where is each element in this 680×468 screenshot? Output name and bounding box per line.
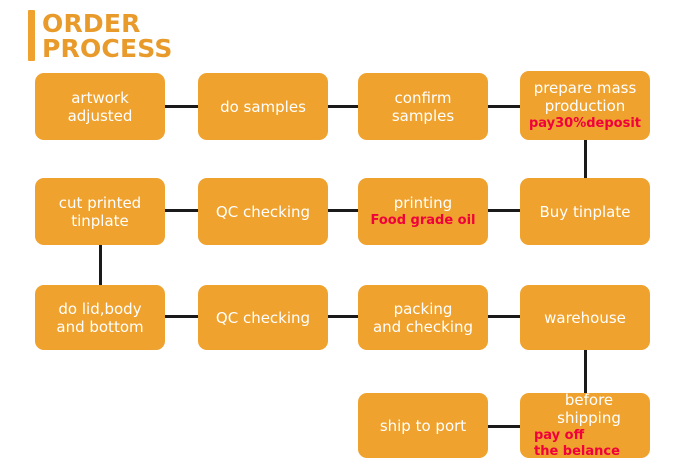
node-confirm-samples[interactable]: confirm samples — [358, 73, 488, 140]
node-before-shipping[interactable]: before shipping pay off the belance — [520, 391, 650, 459]
title-line-1: ORDER — [42, 9, 141, 38]
node-warehouse[interactable]: warehouse — [520, 285, 650, 350]
edge-n11-n12 — [488, 315, 521, 318]
edge-n6-n5 — [165, 209, 199, 212]
node-prepare-mass-production[interactable]: prepare mass production pay30%deposit — [520, 71, 650, 140]
edge-n4-n8 — [584, 140, 587, 179]
node-label: ship to port — [379, 416, 467, 435]
edge-n7-n6 — [328, 209, 359, 212]
node-label: cut printed tinplate — [58, 193, 142, 230]
edge-n2-n3 — [328, 105, 359, 108]
title-line-2: PROCESS — [42, 34, 173, 63]
title-accent-bar — [28, 10, 35, 61]
node-note-food-grade-oil: Food grade oil — [370, 213, 476, 228]
node-cut-printed-tinplate[interactable]: cut printed tinplate — [35, 178, 165, 245]
node-printing[interactable]: printing Food grade oil — [358, 178, 488, 245]
node-label: QC checking — [215, 202, 311, 221]
edge-n8-n7 — [488, 209, 521, 212]
node-note-deposit: pay30%deposit — [528, 116, 642, 131]
node-ship-to-port[interactable]: ship to port — [358, 393, 488, 458]
node-buy-tinplate[interactable]: Buy tinplate — [520, 178, 650, 245]
edge-n9-n10 — [165, 315, 199, 318]
node-packing-and-checking[interactable]: packing and checking — [358, 285, 488, 350]
node-label: artwork adjusted — [67, 88, 133, 125]
node-qc-checking-2[interactable]: QC checking — [198, 285, 328, 350]
edge-n1-n2 — [165, 105, 199, 108]
node-label: QC checking — [215, 308, 311, 327]
node-label: before shipping — [557, 391, 621, 427]
page-title: ORDER PROCESS — [28, 10, 173, 61]
edge-n5-n9 — [99, 245, 102, 286]
node-note-pay-off-balance: pay off the belance — [534, 428, 620, 459]
edge-n12-n14 — [584, 350, 587, 393]
edge-n10-n11 — [328, 315, 359, 318]
edge-n3-n4 — [488, 105, 521, 108]
node-label: confirm samples — [391, 88, 455, 125]
node-label: Buy tinplate — [539, 202, 631, 221]
node-label: printing — [393, 194, 453, 212]
edge-n14-n13 — [488, 425, 521, 428]
title-text: ORDER PROCESS — [42, 10, 173, 61]
node-label: do lid,body and bottom — [56, 299, 144, 336]
node-qc-checking-1[interactable]: QC checking — [198, 178, 328, 245]
node-do-samples[interactable]: do samples — [198, 73, 328, 140]
node-label: do samples — [220, 97, 306, 116]
node-do-lid-body-bottom[interactable]: do lid,body and bottom — [35, 285, 165, 350]
node-label: warehouse — [544, 308, 626, 327]
node-label: prepare mass production — [533, 79, 637, 115]
node-label: packing and checking — [372, 299, 474, 336]
node-artwork-adjusted[interactable]: artwork adjusted — [35, 73, 165, 140]
